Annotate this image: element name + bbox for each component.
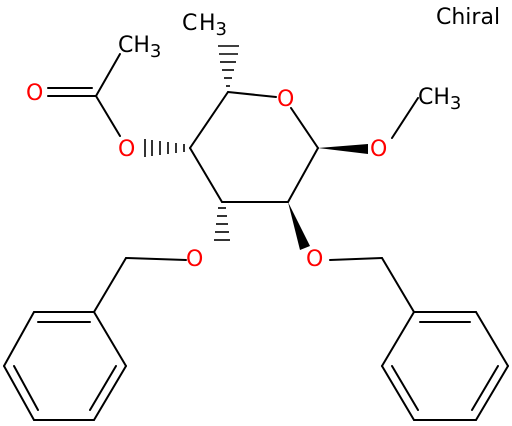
chiral-label: Chiral bbox=[436, 5, 500, 30]
acetate-carbonyl-oxygen-label: O bbox=[26, 81, 43, 106]
bond-oac-carbonyl-c bbox=[95, 95, 121, 137]
acetate-methyl-label: CH3 bbox=[118, 33, 161, 62]
hashed-bond-c3-obn bbox=[214, 207, 230, 241]
ring-oxygen-label: O bbox=[277, 87, 294, 112]
hashed-bond-c5-methyl bbox=[218, 45, 239, 87]
atom-labels: C H3 CH3 CH3 O O O O O O bbox=[26, 11, 461, 272]
benzyl-group-c3 bbox=[3, 257, 187, 421]
acetate-ester-oxygen-label: O bbox=[118, 137, 135, 162]
bond-c4-c5 bbox=[189, 91, 229, 149]
bond-carbonyl-c-methyl bbox=[95, 53, 121, 97]
wedge-bond-c1-ome bbox=[318, 144, 368, 154]
benzyloxy-c2-oxygen-label: O bbox=[306, 247, 323, 272]
bond-c1-c2 bbox=[287, 147, 319, 203]
methoxy-oxygen-label: O bbox=[370, 137, 387, 162]
pyranose-ring bbox=[189, 91, 319, 203]
bond-c3-c4 bbox=[189, 147, 223, 203]
hashed-bond-c4-oac bbox=[144, 139, 185, 157]
c5-methyl-carbon-label: C bbox=[182, 11, 197, 36]
bond-c5-o5 bbox=[227, 91, 277, 98]
bond-ome-methyl bbox=[391, 97, 419, 139]
wedge-bond-c2-obn bbox=[288, 202, 310, 250]
benzyl-group-c2 bbox=[329, 257, 509, 421]
c5-methyl-h3-label: H3 bbox=[199, 11, 227, 40]
bond-o5-c1 bbox=[290, 107, 319, 149]
acetate-group bbox=[47, 53, 121, 137]
methoxy-methyl-label: CH3 bbox=[418, 85, 461, 114]
benzyloxy-c3-oxygen-label: O bbox=[186, 247, 203, 272]
